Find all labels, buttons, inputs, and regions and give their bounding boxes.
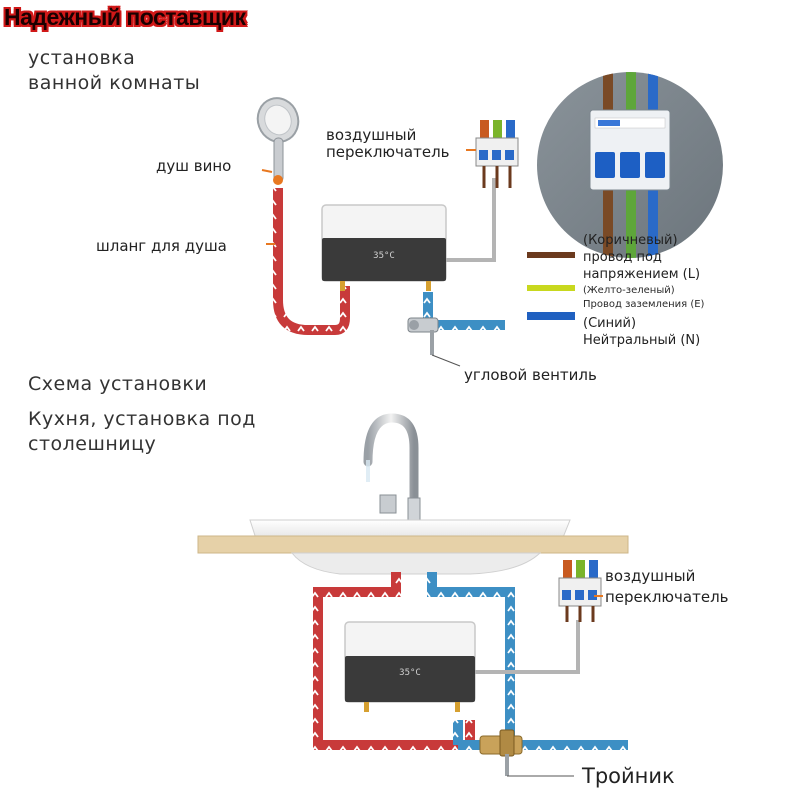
bathroom-title-line3: ванной комнаты <box>28 72 201 94</box>
shower-head-icon <box>256 97 300 185</box>
bathroom-switch-label-line1: воздушный <box>326 126 417 144</box>
legend-yellowgreen: (Желто-зеленый) Провод заземления (E) <box>583 284 704 312</box>
kitchen-switch-label-line2: переключатель <box>605 588 729 606</box>
tee-fitting-icon <box>479 729 574 777</box>
shower-label: душ вино <box>156 157 232 175</box>
legend-blue-line1: (Синий) <box>583 316 637 331</box>
legend-blue-line2: Нейтральный (N) <box>583 333 701 348</box>
kitchen-title-line1: Схема установки <box>28 373 208 395</box>
kitchen-heater-display: 35°C <box>399 668 421 678</box>
hose-label: шланг для душа <box>96 237 227 255</box>
legend-yellowgreen-line1: (Желто-зеленый) <box>583 285 675 296</box>
legend-yellowgreen-line2: Провод заземления (E) <box>583 299 705 310</box>
angle-valve-icon <box>407 317 461 367</box>
kitchen-cold-pipe-faucet <box>427 572 515 745</box>
legend-swatch-blue <box>527 312 575 320</box>
tee-label: Тройник <box>582 764 675 788</box>
bathroom-air-breaker <box>475 120 519 188</box>
kitchen-power-cable <box>475 620 580 674</box>
legend-brown-line3: напряжением (L) <box>583 267 701 282</box>
bathroom-power-cable <box>446 178 496 262</box>
bathroom-cold-pipe <box>423 292 505 330</box>
kitchen-switch-label-line1: воздушный <box>605 567 696 585</box>
faucet-icon <box>363 413 421 521</box>
shower-hose <box>273 188 350 335</box>
shower-pointer-icon <box>261 169 273 173</box>
countertop <box>197 535 629 554</box>
bathroom-switch-label-line2: переключатель <box>326 143 450 161</box>
legend-brown: (Коричневый) провод под напряжением (L) <box>583 232 700 283</box>
breaker-closeup <box>537 72 723 258</box>
kitchen-title-line2: Кухня, установка под <box>28 408 256 430</box>
angle-valve-label: угловой вентиль <box>464 366 597 384</box>
legend-swatch-yellowgreen <box>527 285 575 291</box>
legend-blue: (Синий) Нейтральный (N) <box>583 315 700 349</box>
kitchen-air-breaker <box>558 560 602 622</box>
bathroom-water-heater: 35°C <box>321 204 447 291</box>
sink-bowl-underside <box>290 552 542 575</box>
legend-swatch-brown <box>527 252 575 258</box>
bathroom-heater-display: 35°C <box>373 251 395 261</box>
kitchen-title-line3: столешницу <box>28 433 157 455</box>
kitchen-water-heater: 35°C <box>344 621 476 712</box>
bathroom-title-line2: установка <box>28 47 136 69</box>
legend-brown-line1: (Коричневый) <box>583 233 678 248</box>
supplier-banner: Надежный поставщик <box>4 4 246 30</box>
legend-brown-line2: провод под <box>583 250 662 265</box>
